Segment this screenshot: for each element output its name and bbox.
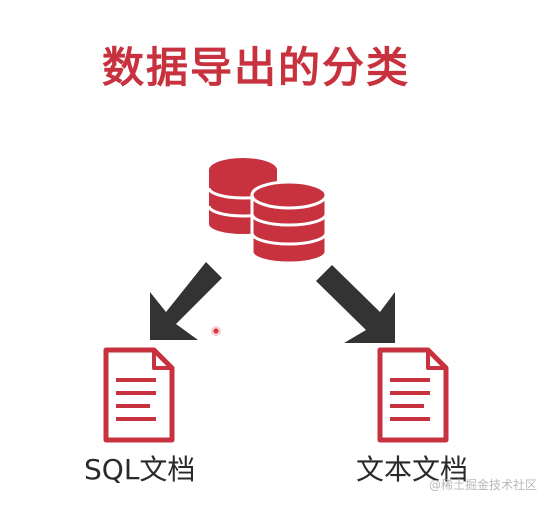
page-title: 数据导出的分类 <box>101 43 410 92</box>
database-icon <box>250 180 328 265</box>
text-document-label: 文本文档 <box>356 453 469 486</box>
cursor-indicator <box>211 326 221 336</box>
arrow-down-right-icon <box>316 265 395 343</box>
watermark: @稀土掘金技术社区 <box>428 478 537 492</box>
arrow-down-left-icon <box>150 262 222 340</box>
sql-document-label: SQL文档 <box>84 453 196 486</box>
document-icon <box>103 347 175 443</box>
document-icon <box>377 347 449 443</box>
